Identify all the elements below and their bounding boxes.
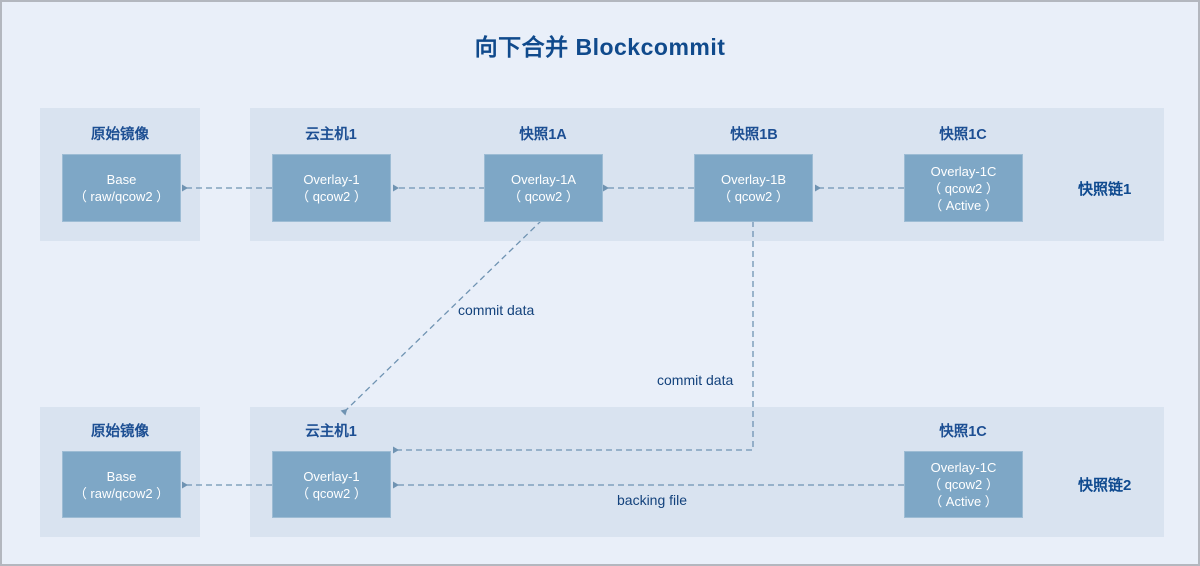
chain-tag-2: 快照链2 [1078,477,1132,494]
node-chain1-overlay-1c[interactable]: Overlay-1C （ qcow2 ） （ Active ） [904,154,1023,222]
node-line: （ Active ） [929,197,998,213]
node-line: （ raw/qcow2 ） [73,485,170,501]
caption-chain1-snapshot-1c: 快照1C [939,127,987,143]
node-line: Overlay-1 [303,468,360,484]
node-chain1-overlay-1[interactable]: Overlay-1 （ qcow2 ） [272,154,391,222]
node-line: Overlay-1C [930,163,997,179]
caption-chain1-snapshot-1b: 快照1B [730,127,778,143]
node-line: （ qcow2 ） [928,180,999,196]
node-chain1-base[interactable]: Base （ raw/qcow2 ） [62,154,181,222]
caption-chain1-cloudhost: 云主机1 [305,127,357,143]
edge-label-commit-data-elbow: commit data [657,372,734,388]
node-line: （ qcow2 ） [296,485,367,501]
node-chain1-overlay-1b[interactable]: Overlay-1B （ qcow2 ） [694,154,813,222]
node-line: （ qcow2 ） [508,189,579,204]
chain-tag-1: 快照链1 [1078,181,1132,198]
node-line: （ qcow2 ） [296,189,367,204]
node-line: Overlay-1C [930,460,997,475]
edge-commit-data-elbow [393,221,754,454]
node-line: Overlay-1B [720,172,787,187]
node-line: Base [106,172,137,187]
edge-commit-data-diagonal [340,219,543,416]
page-title: 向下合并 Blockcommit [474,34,726,60]
node-chain2-overlay-1c[interactable]: Overlay-1C （ qcow2 ） （ Active ） [904,451,1023,518]
edge-label-backing-file: backing file [617,492,688,508]
node-line: Overlay-1 [303,172,360,187]
node-line: （ qcow2 ） [928,477,999,492]
edge-label-commit-data-diagonal: commit data [458,302,535,318]
node-chain2-overlay-1[interactable]: Overlay-1 （ qcow2 ） [272,451,391,518]
node-line: Overlay-1A [510,172,577,187]
caption-chain2-snapshot-1c: 快照1C [939,424,987,440]
caption-chain1-original-image: 原始镜像 [91,127,149,143]
caption-chain2-cloudhost: 云主机1 [305,424,357,440]
caption-chain2-original-image: 原始镜像 [91,424,149,440]
node-line: （ raw/qcow2 ） [73,189,170,204]
caption-chain1-snapshot-1a: 快照1A [519,127,567,143]
node-line: Base [106,468,137,484]
node-chain1-overlay-1a[interactable]: Overlay-1A （ qcow2 ） [484,154,603,222]
node-line: （ Active ） [929,494,998,509]
node-chain2-base[interactable]: Base （ raw/qcow2 ） [62,451,181,518]
node-line: （ qcow2 ） [718,189,789,204]
